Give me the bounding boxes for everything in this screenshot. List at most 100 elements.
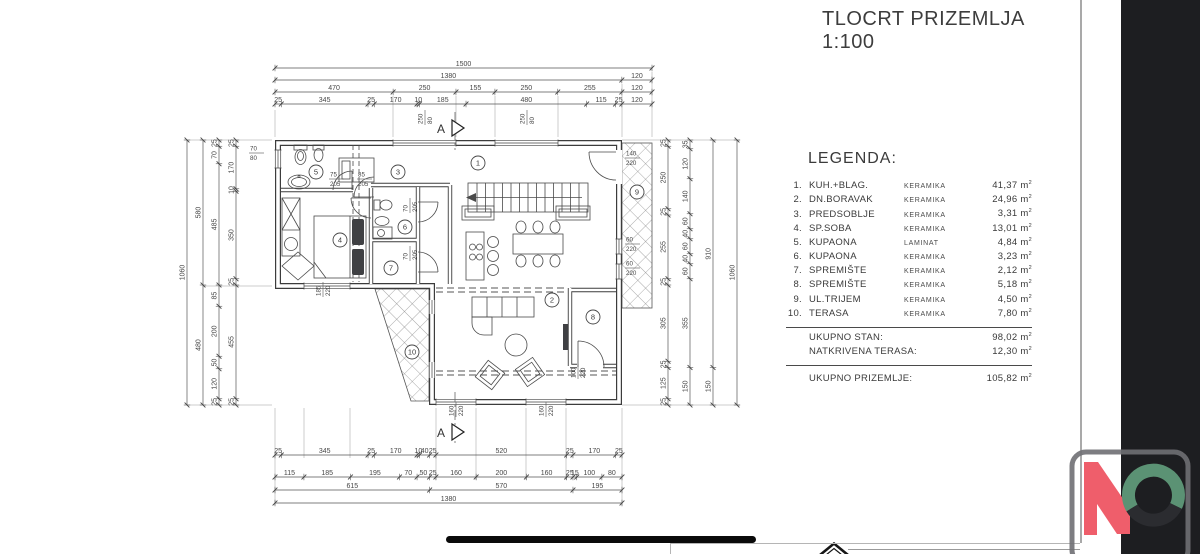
room-circle: 6 <box>397 219 413 235</box>
dim-value: 570 <box>495 483 507 490</box>
doors <box>332 151 617 368</box>
dim-value: 155 <box>470 85 482 92</box>
svg-text:220: 220 <box>626 160 637 167</box>
dim-value: 345 <box>319 97 331 104</box>
nc-logo-icon <box>1069 449 1191 554</box>
svg-text:70: 70 <box>250 146 257 153</box>
dim-value: 520 <box>495 448 507 455</box>
dim-value: 485 <box>212 218 219 230</box>
legend-area: 3,23 m2 <box>997 250 1032 263</box>
dim-value: 80 <box>608 470 616 477</box>
dim-value: 25 <box>566 448 574 455</box>
svg-text:80: 80 <box>529 117 536 124</box>
legend-area: 4,84 m2 <box>997 236 1032 248</box>
dim-chain: 1380 <box>272 496 625 507</box>
legend-area: 5,18 m2 <box>997 279 1032 291</box>
svg-text:8: 8 <box>591 313 595 322</box>
svg-text:220: 220 <box>458 405 465 416</box>
dim-value: 160 <box>541 470 553 477</box>
legend-area: 105,82 m2 <box>986 373 1032 385</box>
dim-value: 1380 <box>441 496 457 503</box>
terrace-hatch <box>374 288 430 402</box>
dim-value: 1380 <box>441 73 457 80</box>
dim-value: 10 <box>414 448 422 455</box>
home-indicator-bar <box>446 536 756 543</box>
dim-value: 25 <box>229 278 236 286</box>
dim-value: 120 <box>212 378 219 390</box>
dim-value: 170 <box>390 97 402 104</box>
dim-value: 455 <box>229 336 236 348</box>
dim-value: 160 <box>450 470 462 477</box>
dim-value: 250 <box>520 85 532 92</box>
dim-value: 25 <box>212 139 219 147</box>
legend-area: 2,12 m2 <box>997 265 1032 277</box>
dim-chain: 1500 <box>272 61 655 72</box>
dim-value: 40 <box>421 448 429 455</box>
svg-text:70: 70 <box>403 253 410 260</box>
dim-value: 200 <box>212 325 219 337</box>
dim-value: 60 <box>683 242 690 250</box>
dim-value: 615 <box>346 483 358 490</box>
svg-text:7: 7 <box>389 264 393 273</box>
sheet-frame-horizontal <box>670 543 1080 544</box>
dim-value: 195 <box>369 470 381 477</box>
dim-value: 140 <box>683 190 690 202</box>
dim-value: 255 <box>584 85 596 92</box>
legend-area: 12,30 m2 <box>992 346 1032 358</box>
dim-value: 305 <box>661 317 668 329</box>
dim-value: 25 <box>367 97 375 104</box>
svg-text:60: 60 <box>626 261 633 268</box>
svg-text:250: 250 <box>418 113 425 124</box>
svg-text:9: 9 <box>635 188 639 197</box>
dim-value: 115 <box>284 470 295 477</box>
dim-value: 480 <box>520 97 532 104</box>
dim-value: 50 <box>419 470 427 477</box>
dim-value: 25 <box>274 448 282 455</box>
dim-value: 250 <box>661 172 668 184</box>
room-circle: 3 <box>390 164 406 180</box>
legend-divider-2 <box>786 365 1032 367</box>
svg-text:3: 3 <box>396 168 400 177</box>
room-circle: 8 <box>585 309 601 325</box>
svg-text:60: 60 <box>626 237 633 244</box>
section-line: A A <box>437 112 466 446</box>
dim-chain: 1060 <box>730 137 741 408</box>
sheet-frame-vertical-stub <box>670 543 671 554</box>
legend-area: 24,96 m2 <box>992 194 1032 206</box>
dim-value: 125 <box>661 377 668 389</box>
dim-value: 1500 <box>456 61 472 68</box>
room-circle: 10 <box>404 344 420 360</box>
svg-text:140: 140 <box>626 151 637 158</box>
dim-value: 25 <box>661 360 668 368</box>
dim-value: 150 <box>683 380 690 392</box>
cutoff-drawing-line <box>848 549 1080 550</box>
svg-text:205: 205 <box>412 249 419 260</box>
svg-text:2: 2 <box>550 296 554 305</box>
windows <box>274 139 623 406</box>
dim-value: 70 <box>404 470 412 477</box>
svg-text:80: 80 <box>250 155 257 162</box>
dim-value: 355 <box>683 317 690 329</box>
svg-text:75: 75 <box>330 172 337 179</box>
dim-value: 350 <box>229 229 236 241</box>
